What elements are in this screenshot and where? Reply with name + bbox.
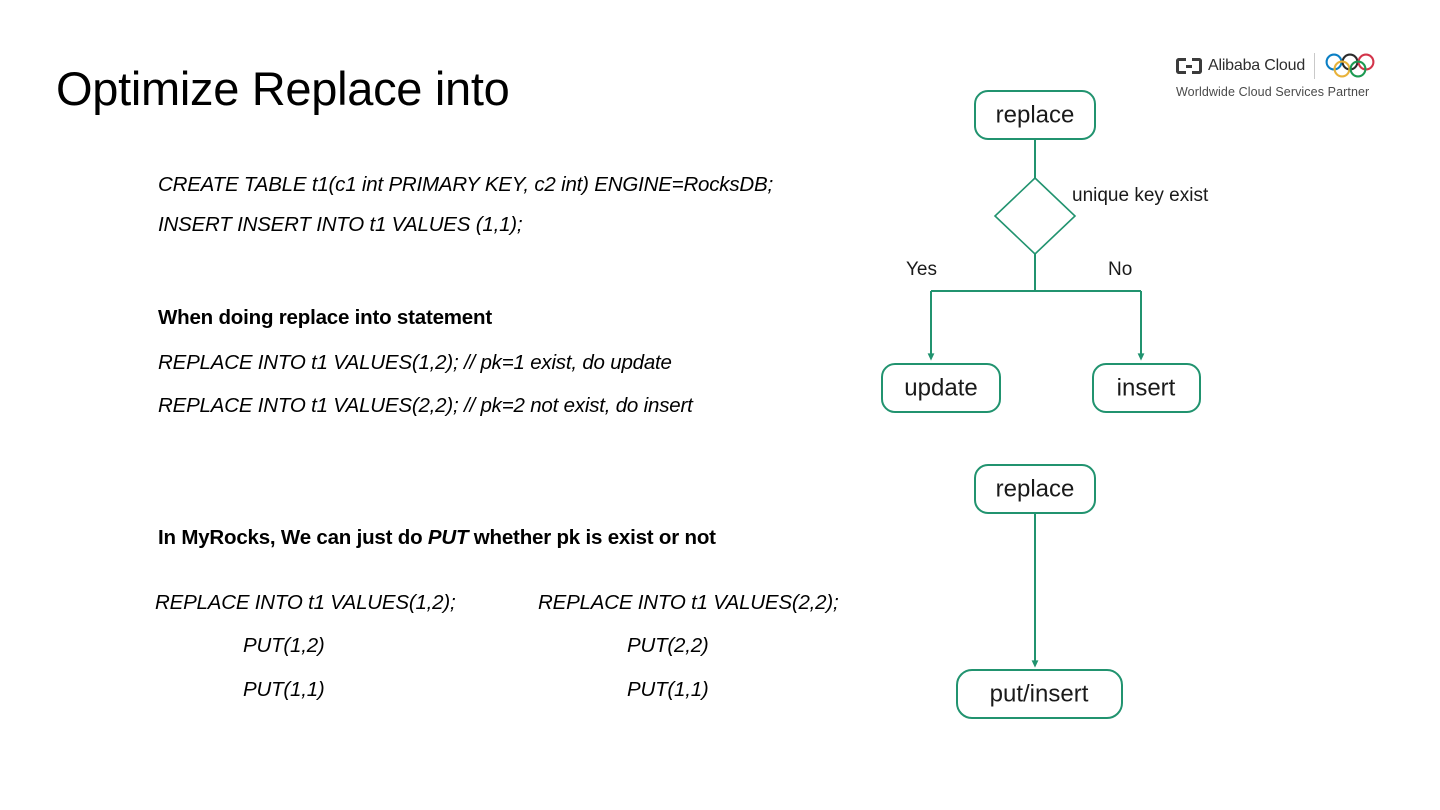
logo-row: Alibaba Cloud	[1176, 52, 1386, 80]
flow-node-insert	[1092, 363, 1201, 413]
myrocks-left-op-1: PUT(1,2)	[243, 634, 325, 657]
flow-node-insert-label: insert	[1117, 374, 1176, 401]
myrocks-heading-pre: In MyRocks, We can just do	[158, 526, 428, 549]
alibaba-cloud-logo: Alibaba Cloud Worldwide Cloud Services P…	[1176, 52, 1392, 108]
myrocks-section-heading: In MyRocks, We can just do PUT whether p…	[158, 526, 716, 550]
replace-section-heading: When doing replace into statement	[158, 306, 492, 329]
myrocks-right-statement: REPLACE INTO t1 VALUES(2,2);	[538, 591, 839, 614]
flow-yes-label: Yes	[906, 259, 937, 280]
replace-statement-line-2: REPLACE INTO t1 VALUES(2,2); // pk=2 not…	[158, 394, 693, 417]
myrocks-right-op-1: PUT(2,2)	[627, 634, 709, 657]
flow-no-label: No	[1108, 259, 1132, 280]
flow-node-replace-top-label: replace	[996, 101, 1075, 128]
replace-statement-line-1: REPLACE INTO t1 VALUES(1,2); // pk=1 exi…	[158, 351, 672, 374]
page-title: Optimize Replace into	[56, 62, 510, 115]
flow-node-update-label: update	[904, 374, 977, 401]
flow-decision-label: unique key exist	[1072, 185, 1209, 206]
myrocks-left-op-2: PUT(1,1)	[243, 678, 325, 701]
ddl-create-table-line: CREATE TABLE t1(c1 int PRIMARY KEY, c2 i…	[158, 173, 773, 196]
flow-node-put-insert	[956, 669, 1123, 719]
myrocks-left-statement: REPLACE INTO t1 VALUES(1,2);	[155, 591, 456, 614]
logo-divider	[1314, 53, 1316, 79]
flow-node-update	[881, 363, 1001, 413]
alibaba-cloud-mark-icon	[1176, 58, 1202, 74]
olympic-rings-icon	[1324, 53, 1386, 79]
flow-decision-unique-key	[993, 176, 1077, 256]
myrocks-heading-post: whether pk is exist or not	[468, 526, 716, 549]
ddl-insert-line: INSERT INSERT INTO t1 VALUES (1,1);	[158, 213, 523, 236]
flow-node-replace-bottom-label: replace	[996, 475, 1075, 502]
logo-tagline: Worldwide Cloud Services Partner	[1176, 85, 1370, 99]
myrocks-right-op-2: PUT(1,1)	[627, 678, 709, 701]
myrocks-heading-put-emphasis: PUT	[427, 526, 469, 549]
flow-node-put-insert-label: put/insert	[990, 680, 1089, 707]
logo-brand-text: Alibaba Cloud	[1208, 57, 1306, 74]
flowchart-group: replace unique key exist Yes No update i…	[860, 60, 1280, 750]
